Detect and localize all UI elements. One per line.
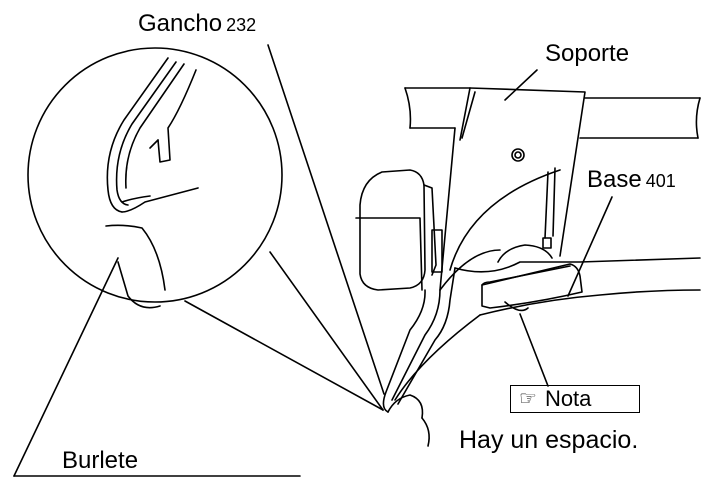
base-number: 401 [645,171,676,191]
note-label: Nota [544,386,592,411]
detail-circle [27,47,384,411]
base-text: Base [587,166,642,193]
panel [394,249,701,401]
gancho-leader [267,44,385,395]
note-badge: ☞ Nota [510,385,640,413]
burlete-label: Burlete [62,447,139,474]
clip-box [355,169,443,291]
soporte-label: Soporte [545,40,630,67]
hook-body [382,267,456,447]
soporte-leader [504,69,538,101]
gancho-text: Gancho [138,10,223,37]
nota-leader [519,313,549,387]
bracket [439,87,586,291]
base-leader [567,196,613,297]
note-text: Hay un espacio. [459,426,639,454]
base-part [481,244,583,312]
burlete-leader [13,257,119,477]
pointing-hand-icon: ☞ [519,388,537,410]
beam [404,87,701,139]
gancho-number: 232 [226,15,257,35]
